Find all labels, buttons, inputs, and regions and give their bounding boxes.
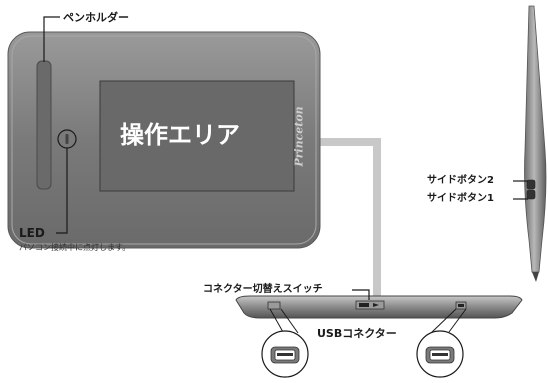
usb-cable [319,138,381,310]
switch-leader [352,289,370,300]
pen [524,5,547,282]
brand-logo: Princeton [292,106,306,167]
pen-holder-leader [43,16,60,62]
pen-holder-label: ペンホルダー [63,11,129,24]
connector-switch-label: コネクター切替えスイッチ [203,284,323,295]
leader-lines [43,16,528,300]
led-indicator [57,129,77,149]
work-area-panel [99,80,295,192]
side-button-1 [526,189,536,200]
pen-holder [36,60,52,190]
side-button-2-label: サイドボタン2 [427,175,494,186]
usb-connector-label: USBコネクター [317,327,397,340]
work-area-label: 操作エリア [120,121,240,149]
led-leader [56,148,68,234]
usb-connector-zoom-left [261,308,309,378]
base-unit [235,295,523,319]
usb-connector-zoom-right [416,308,467,378]
side-button-1-label: サイドボタン1 [427,193,494,204]
side-button-2 [526,179,536,190]
led-label: LED [19,226,45,240]
led-description: パソコン接続中に点灯します。 [19,243,131,252]
